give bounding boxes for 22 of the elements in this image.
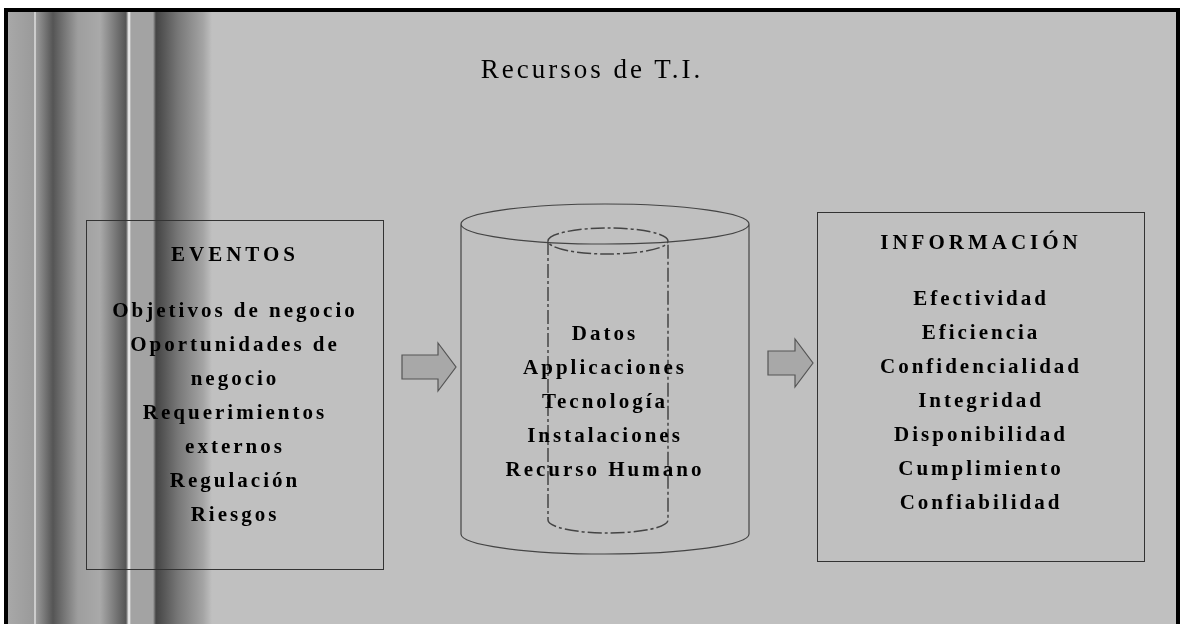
block-arrow [767,337,814,389]
box-heading: EVENTOS [171,241,299,268]
cylinder-shape [460,204,750,554]
list-item: Instalaciones [527,422,683,449]
list-item: Applicaciones [523,354,687,381]
list-item: Confiabilidad [899,489,1063,516]
slide-title: Recursos de T.I. [479,54,705,85]
list-item: Confidencialidad [879,353,1082,380]
text-box [86,220,384,570]
list-item: Disponibilidad [894,421,1068,448]
list-item: Eficiencia [921,319,1041,346]
list-item: Riesgos [190,501,280,528]
list-item: Regulación [169,467,301,494]
text-box [817,212,1145,562]
list-item: Recurso Humano [505,456,705,483]
list-item: Integridad [918,387,1044,414]
list-item: Cumplimiento [898,455,1064,482]
list-item: Efectividad [913,285,1049,312]
block-arrow [401,341,457,393]
box-heading: INFORMACIÓN [880,229,1082,256]
list-item: Datos [571,320,639,347]
list-item: Tecnología [541,388,669,415]
